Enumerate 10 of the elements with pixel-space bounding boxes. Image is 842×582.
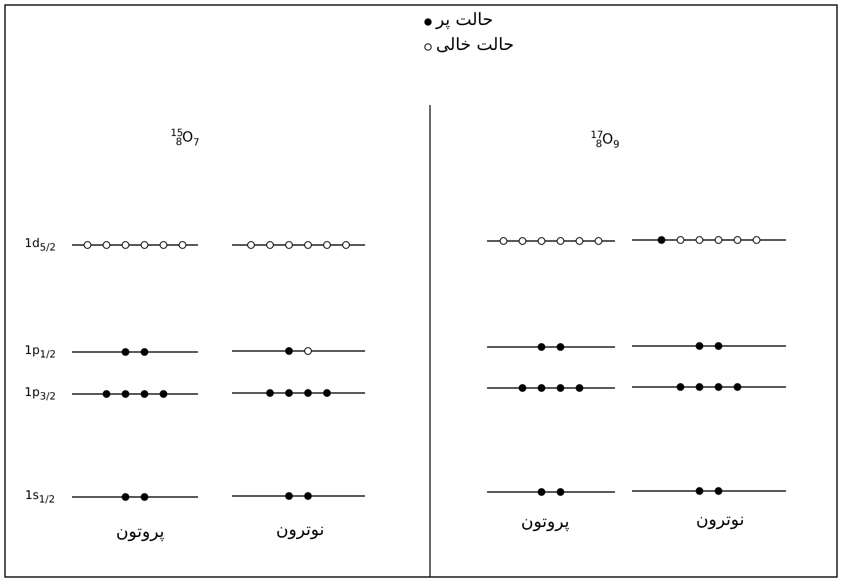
legend-text: حالت پر (436, 10, 494, 30)
legend-text: حالت خالی (436, 36, 514, 54)
level-label: 1p$_{3/2}$ (24, 386, 56, 402)
level-label: 1s$_{1/2}$ (25, 489, 55, 506)
level-label: 1p$_{1/2}$ (24, 344, 56, 360)
column-label: نوترون (696, 510, 744, 530)
column-label: پروتون (116, 522, 164, 542)
level-label: 1d$_{5/2}$ (24, 237, 56, 254)
column-label: پروتون (521, 512, 570, 532)
column-label: نوترون (276, 520, 324, 540)
